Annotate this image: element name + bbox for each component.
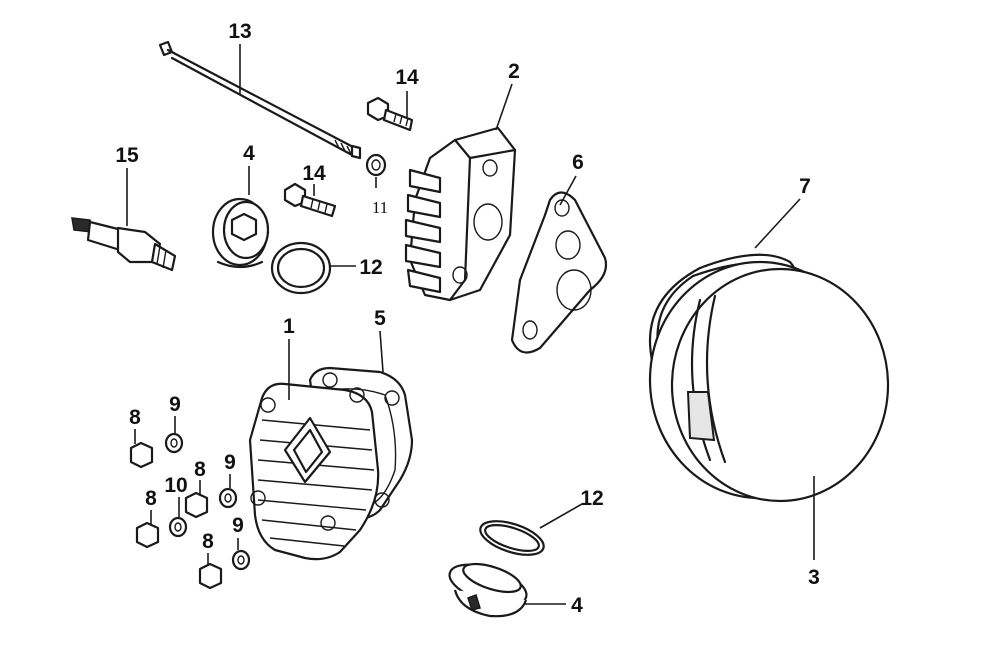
callout-4-lower: 4 bbox=[571, 594, 583, 617]
part-4-cap-upper bbox=[211, 197, 270, 269]
callout-4-upper: 4 bbox=[243, 142, 255, 165]
callout-8-a: 8 bbox=[129, 406, 141, 429]
callout-9-b: 9 bbox=[224, 451, 236, 474]
callout-5: 5 bbox=[374, 307, 386, 330]
part-3-round-cover bbox=[648, 260, 890, 503]
part-10-washer bbox=[168, 516, 188, 538]
part-9-washers bbox=[164, 432, 251, 571]
part-14-bolt-upper bbox=[366, 96, 414, 132]
part-12-oring-lower bbox=[479, 520, 545, 556]
callout-2: 2 bbox=[508, 60, 520, 83]
part-15-spark-plug bbox=[71, 217, 177, 272]
callout-labels: 13 14 2 15 4 14 11 6 7 12 1 5 8 9 9 8 10… bbox=[115, 20, 820, 617]
callout-6: 6 bbox=[572, 151, 584, 174]
callout-8-b: 8 bbox=[194, 458, 206, 481]
callout-9-a: 9 bbox=[169, 393, 181, 416]
callout-1: 1 bbox=[283, 315, 295, 338]
part-2-finned-block bbox=[404, 126, 517, 302]
part-14-bolt-lower bbox=[283, 182, 337, 218]
callout-7: 7 bbox=[799, 175, 811, 198]
part-1-head-cover bbox=[248, 382, 380, 561]
callout-10: 10 bbox=[164, 474, 187, 497]
callout-8-c: 8 bbox=[145, 487, 157, 510]
leader-lines bbox=[126, 44, 815, 605]
callout-14-lower: 14 bbox=[302, 162, 326, 185]
callout-3: 3 bbox=[808, 566, 820, 589]
callout-9-c: 9 bbox=[232, 514, 244, 537]
part-12-oring-upper bbox=[270, 241, 332, 295]
part-6-gasket bbox=[510, 191, 608, 354]
part-13-stud-bolt bbox=[158, 40, 362, 160]
callout-12-upper: 12 bbox=[359, 256, 382, 279]
callout-11: 11 bbox=[372, 198, 388, 217]
part-4-cap-lower bbox=[448, 562, 528, 618]
callout-15: 15 bbox=[115, 144, 139, 167]
callout-8-d: 8 bbox=[202, 530, 214, 553]
part-8-nuts bbox=[129, 441, 223, 590]
callout-12-lower: 12 bbox=[580, 487, 603, 510]
callout-13: 13 bbox=[228, 20, 251, 43]
callout-14-upper: 14 bbox=[395, 66, 419, 89]
part-11-washer bbox=[365, 153, 387, 177]
